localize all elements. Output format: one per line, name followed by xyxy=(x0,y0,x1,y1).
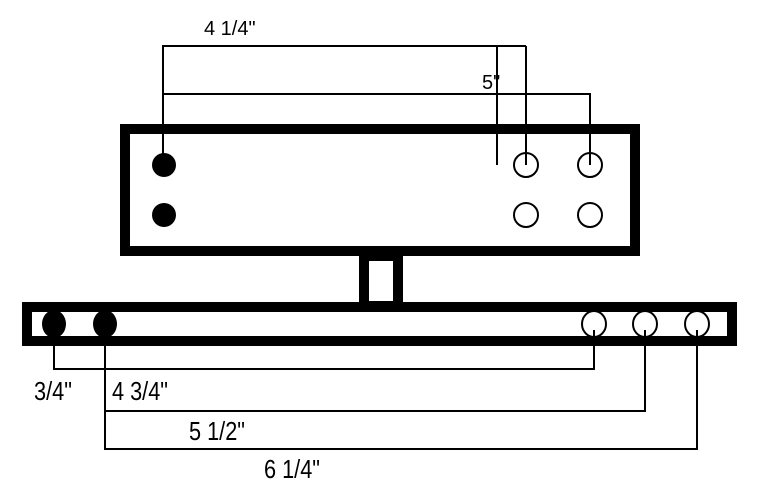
filled-hole xyxy=(93,310,117,338)
top-plate xyxy=(120,124,640,256)
filled-hole xyxy=(42,310,66,338)
dimension-line-4-1-4 xyxy=(162,45,498,165)
top-plate-holes xyxy=(152,152,603,228)
dimension-label: 6 1/4" xyxy=(264,454,320,484)
open-hole xyxy=(513,202,539,228)
dimension-label: 5 1/2" xyxy=(189,416,245,446)
dimension-label: 4 1/4" xyxy=(204,18,256,40)
connecting-stem xyxy=(359,251,403,311)
dimension-line-5-1-2 xyxy=(104,330,646,412)
filled-hole xyxy=(152,203,176,227)
dimension-label: 3/4" xyxy=(34,376,72,406)
dimension-line-3-4 xyxy=(53,330,595,370)
dimension-label: 5" xyxy=(482,72,500,94)
dimension-label: 4 3/4" xyxy=(112,376,168,406)
dimension-line-5 xyxy=(163,93,591,165)
bottom-bar-holes xyxy=(42,310,710,338)
bottom-bar xyxy=(22,302,737,346)
open-hole xyxy=(577,202,603,228)
dimension-line-6-1-4 xyxy=(104,330,698,450)
